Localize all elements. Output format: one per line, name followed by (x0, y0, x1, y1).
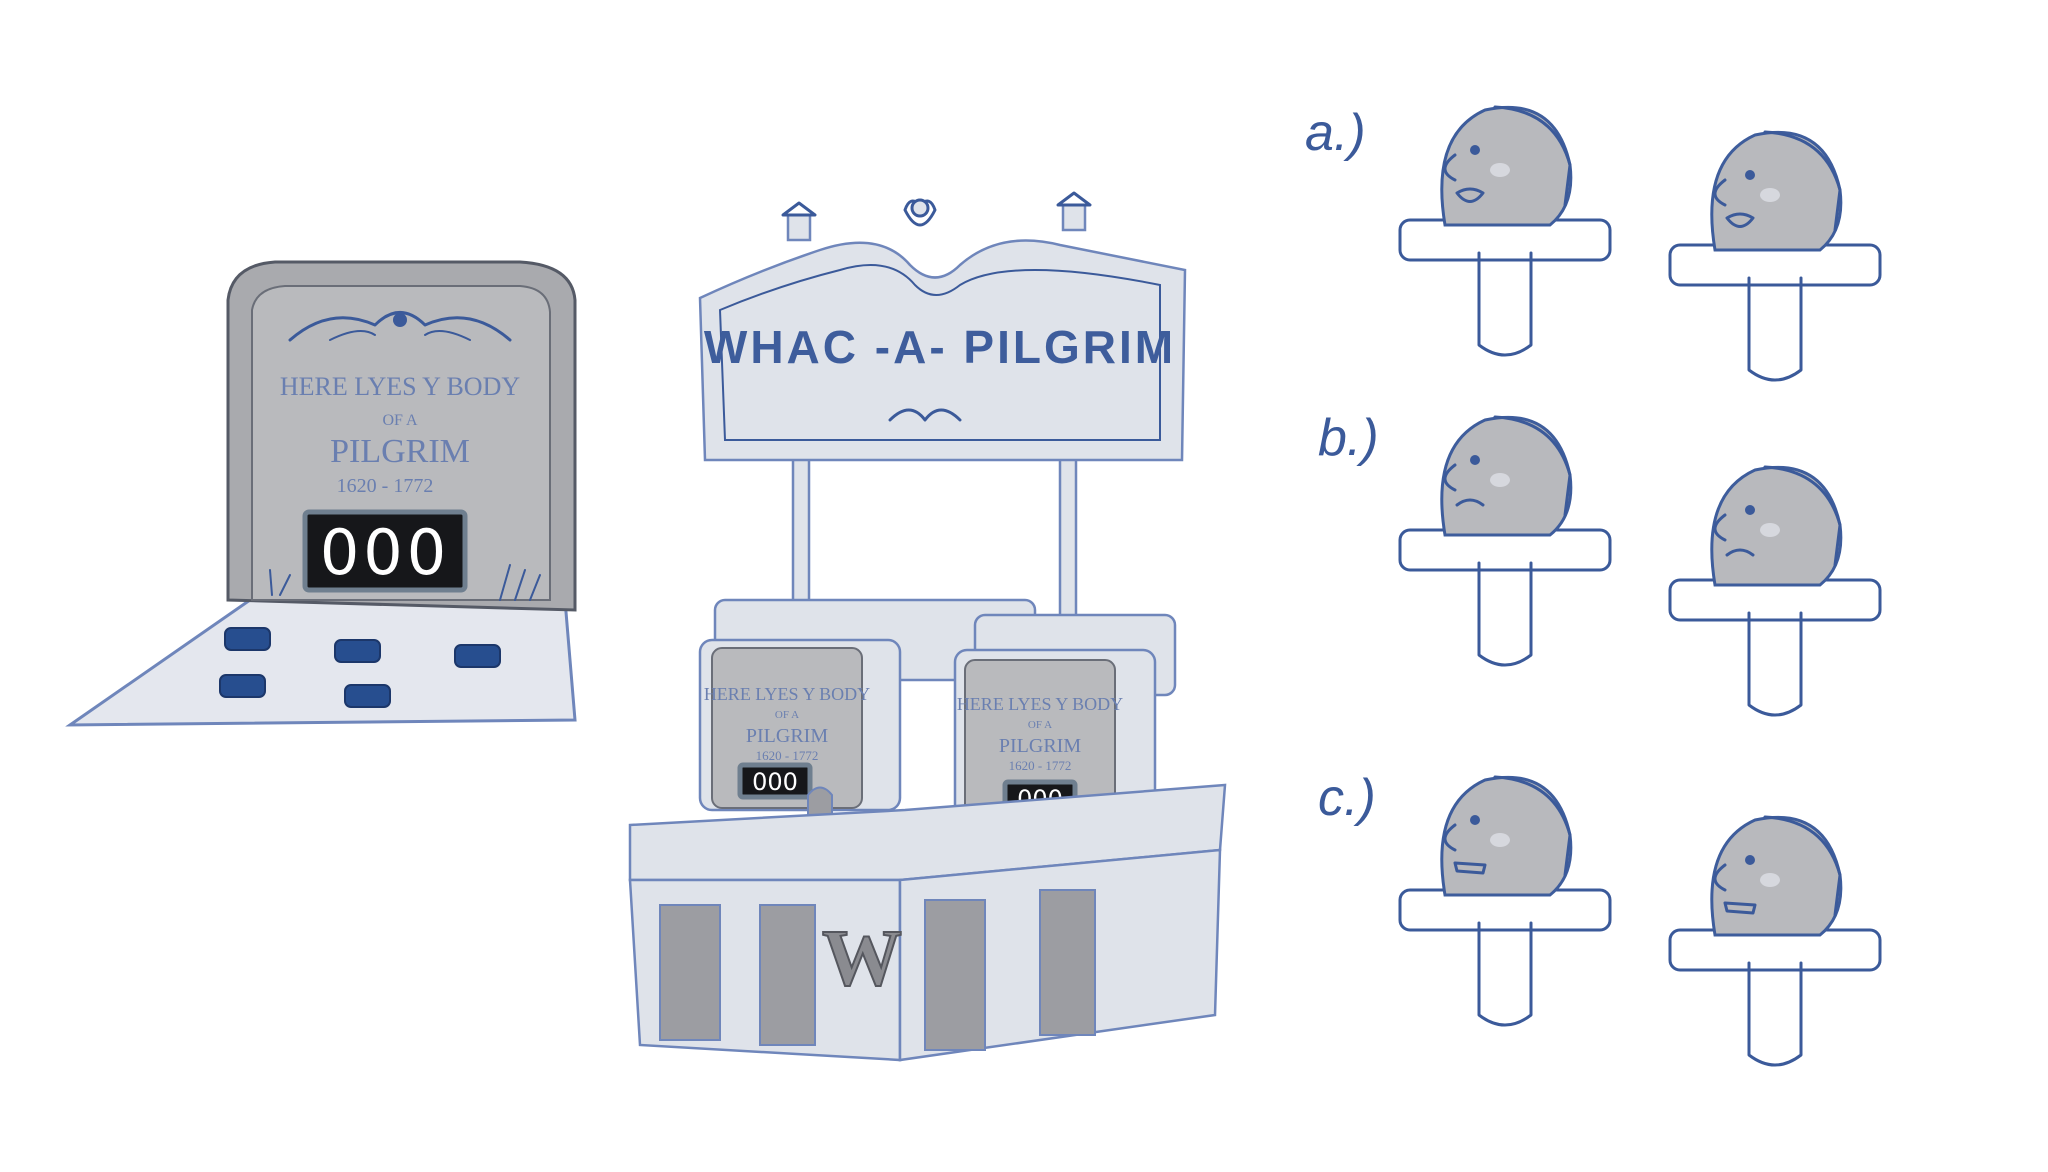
pilgrim-head (1440, 105, 1573, 227)
sign-post-right (1058, 453, 1078, 632)
cabinet-left-line1: HERE LYES Y BODY (704, 684, 870, 704)
arcade-machine: WHAC -A- PILGRIM HERE LYES Y BODY OF A P… (628, 191, 1227, 1062)
pilgrim-head (1440, 415, 1573, 537)
tombstone-score-display (302, 509, 468, 593)
tombstone-line1: HERE LYES Y BODY (280, 372, 521, 401)
pilgrim-heads (1398, 105, 1882, 1067)
hole (224, 627, 271, 651)
tombstone-holes (219, 627, 501, 708)
cabinet-left-dates: 1620 - 1772 (756, 748, 819, 763)
cabinet-left: HERE LYES Y BODY OF A PILGRIM 1620 - 177… (698, 638, 902, 821)
cabinet-right: HERE LYES Y BODY OF A PILGRIM 1620 - 177… (953, 648, 1157, 846)
cabinet-base: W (628, 848, 1222, 1062)
pilgrim-head-figure (1398, 415, 1612, 667)
tombstone-line2: OF A (382, 412, 418, 429)
pilgrim-head-figure (1398, 105, 1612, 357)
variant-label-c: c.) (1318, 769, 1376, 827)
variant-label-a: a.) (1305, 104, 1366, 162)
sign-board (698, 239, 1187, 462)
cabinet-left-line2: OF A (775, 709, 799, 721)
pilgrim-head (1710, 465, 1843, 587)
pilgrim-head-figure (1668, 815, 1882, 1067)
cabinet-right-dates: 1620 - 1772 (1009, 758, 1072, 773)
tombstone-dates: 1620 - 1772 (337, 475, 434, 497)
tombstone-line3: PILGRIM (330, 433, 470, 470)
tombstone-game: HERE LYES Y BODY OF A PILGRIM 1620 - 177… (65, 260, 577, 727)
pilgrim-head-figure (1668, 465, 1882, 717)
sign-ornament (888, 408, 962, 422)
cabinet-right-line2: OF A (1028, 719, 1052, 731)
pilgrim-head (1440, 775, 1573, 897)
pilgrim-head (1710, 815, 1843, 937)
sign-title: WHAC -A- PILGRIM (704, 321, 1176, 373)
tombstone-ornament (288, 311, 512, 342)
pilgrim-variants: a.) b.) c.) (1305, 104, 1379, 827)
hole (344, 684, 391, 708)
sign-finials (781, 191, 1092, 242)
cabinet-letter: W (822, 915, 902, 1003)
hole (454, 644, 501, 668)
pilgrim-head-figure (1398, 775, 1612, 1027)
cabinet-right-line3: PILGRIM (999, 735, 1081, 757)
hole (334, 639, 381, 663)
cabinet-left-line3: PILGRIM (746, 725, 828, 747)
cabinet-right-line1: HERE LYES Y BODY (957, 694, 1123, 714)
tombstone-score: 000 (320, 516, 450, 589)
hole (219, 674, 266, 698)
pilgrim-head (1710, 130, 1843, 252)
pilgrim-head-figure (1668, 130, 1882, 382)
variant-label-b: b.) (1318, 409, 1379, 467)
cabinet-left-score: 000 (752, 768, 798, 796)
